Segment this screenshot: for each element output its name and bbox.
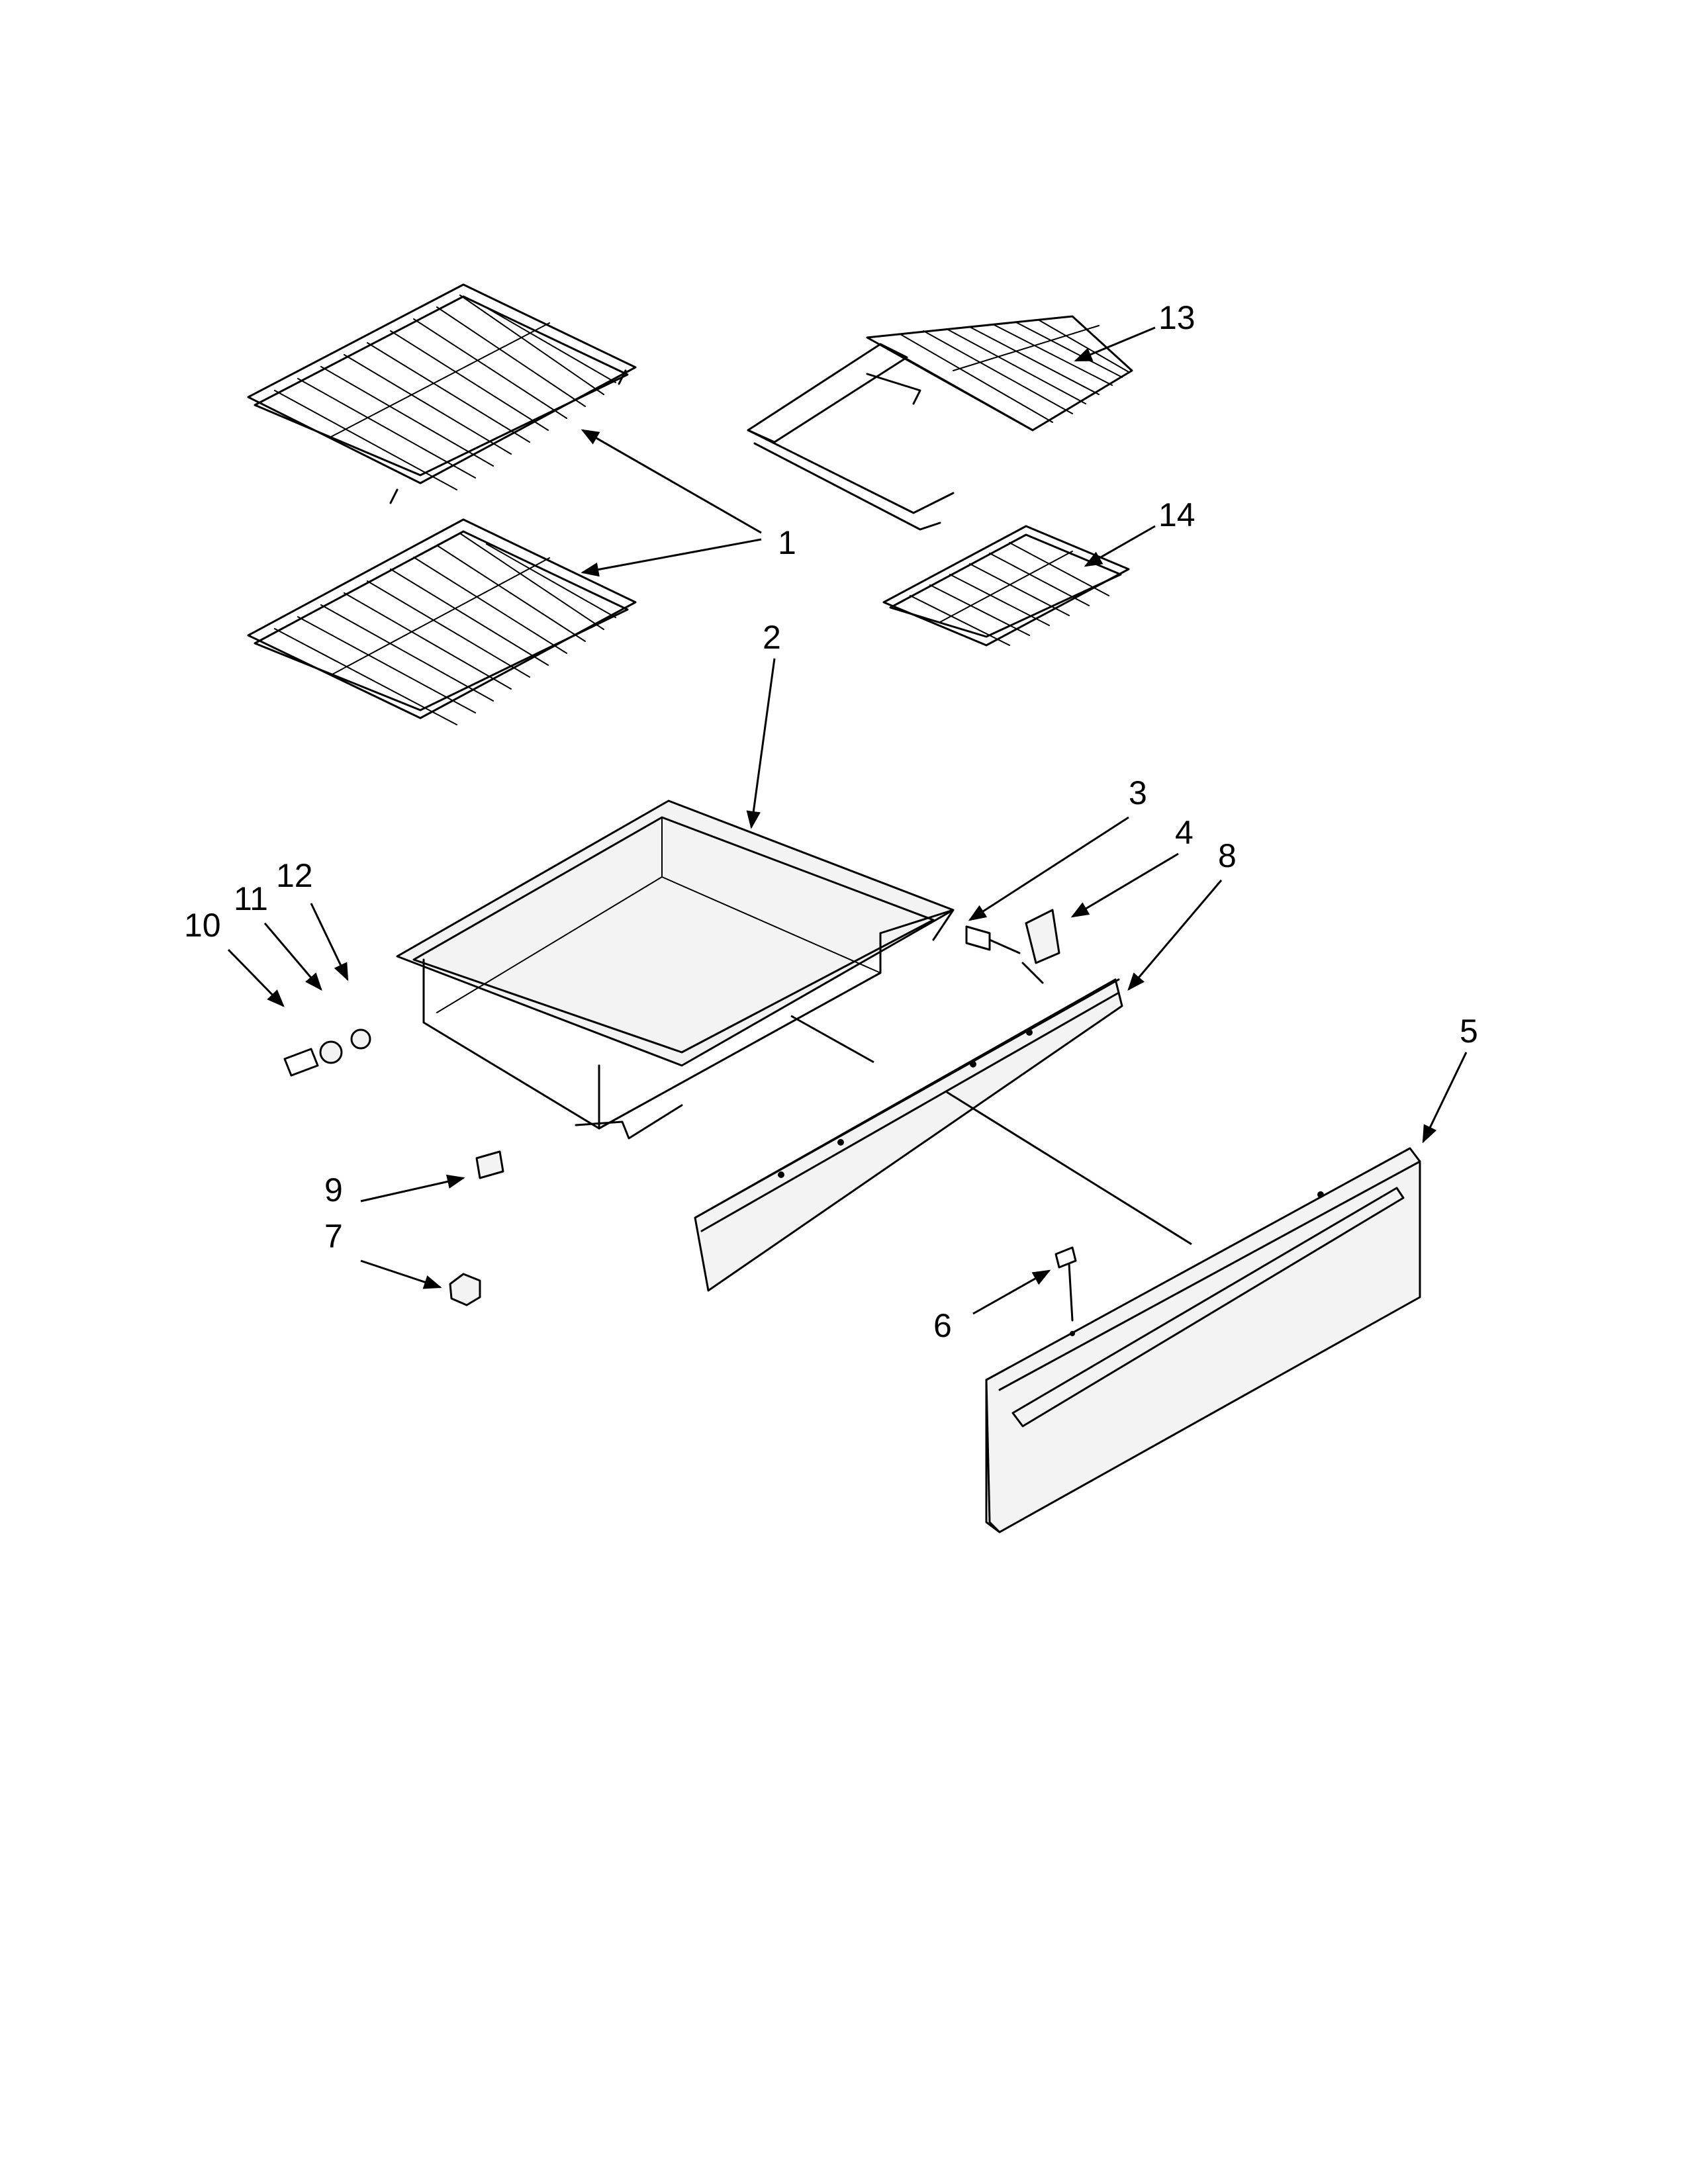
callout-6: 6 bbox=[933, 1307, 952, 1344]
callout-11: 11 bbox=[234, 880, 268, 917]
clip-bracket-4 bbox=[1021, 909, 1060, 984]
drawer-roller-assembly bbox=[283, 1028, 371, 1077]
oven-rack-lower bbox=[247, 518, 637, 725]
callout-14: 14 bbox=[1158, 496, 1196, 533]
half-rack bbox=[882, 525, 1130, 647]
callout-10: 10 bbox=[184, 907, 221, 944]
callout-1: 1 bbox=[778, 524, 796, 561]
callout-9: 9 bbox=[324, 1171, 343, 1208]
storage-drawer bbox=[396, 799, 955, 1140]
bumper-9 bbox=[475, 1150, 504, 1179]
alignment-lines bbox=[790, 1015, 1192, 1246]
callout-8: 8 bbox=[1218, 837, 1237, 874]
callout-5: 5 bbox=[1460, 1013, 1478, 1050]
drawer-front-panel bbox=[985, 1147, 1421, 1533]
split-rack-assembly bbox=[747, 315, 1133, 531]
callout-labels: 1 2 3 4 5 6 7 8 9 10 11 12 13 14 bbox=[184, 299, 1478, 1344]
callout-2: 2 bbox=[763, 619, 781, 656]
screw-3 bbox=[965, 925, 1021, 954]
callout-13: 13 bbox=[1158, 299, 1196, 336]
oven-rack-upper bbox=[247, 283, 637, 504]
drawer-slide-rail bbox=[694, 978, 1123, 1292]
callout-4: 4 bbox=[1175, 814, 1194, 851]
callout-12: 12 bbox=[276, 857, 313, 894]
screw-6 bbox=[1055, 1246, 1077, 1336]
callout-3: 3 bbox=[1129, 774, 1147, 811]
leader-arrows bbox=[227, 326, 1468, 1315]
nut-7 bbox=[449, 1273, 481, 1306]
callout-7: 7 bbox=[324, 1218, 343, 1255]
